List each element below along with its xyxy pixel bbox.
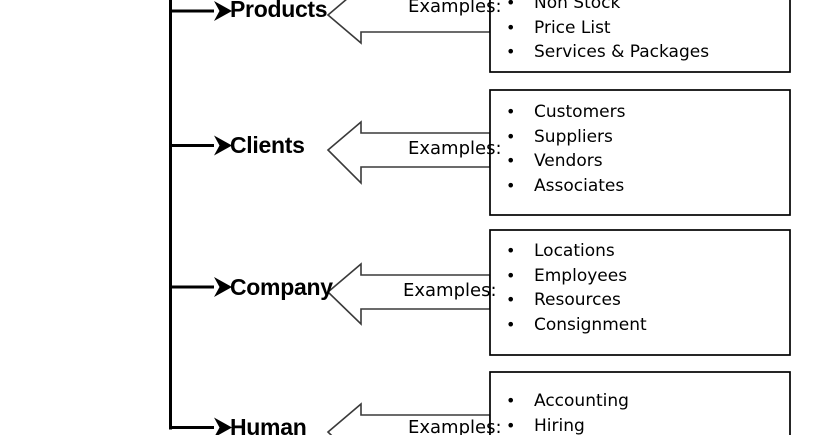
branch-connector-products xyxy=(170,1,232,21)
list-item: Price List xyxy=(500,16,780,41)
example-list-products: Non Stock Price List Services & Packages xyxy=(500,0,780,65)
list-item: Services & Packages xyxy=(500,40,780,65)
list-item: Non Stock xyxy=(500,0,780,16)
list-item: Locations xyxy=(500,239,780,264)
examples-caption-human: Examples: xyxy=(408,417,502,435)
branch-label-products: Products xyxy=(230,0,328,22)
example-list-company: Locations Employees Resources Consignmen… xyxy=(500,239,780,337)
list-item: Accounting xyxy=(500,389,780,414)
list-item: Consignment xyxy=(500,313,780,338)
example-list-clients: Customers Suppliers Vendors Associates xyxy=(500,100,780,198)
branch-label-clients: Clients xyxy=(230,132,305,158)
branch-connector-company xyxy=(170,277,232,297)
list-item: Vendors xyxy=(500,149,780,174)
list-item: Suppliers xyxy=(500,125,780,150)
list-item: Associates xyxy=(500,174,780,199)
examples-caption-company: Examples: xyxy=(403,280,497,301)
list-item: Resources xyxy=(500,288,780,313)
branch-connector-clients xyxy=(170,135,232,156)
list-item: Employees xyxy=(500,264,780,289)
example-list-human: Accounting Hiring xyxy=(500,389,780,435)
examples-caption-clients: Examples: xyxy=(408,138,502,159)
examples-caption-products: Examples: xyxy=(408,0,502,17)
branch-label-company: Company xyxy=(230,274,333,300)
branch-connector-human xyxy=(170,417,232,435)
list-item: Hiring xyxy=(500,414,780,435)
list-item: Customers xyxy=(500,100,780,125)
branch-label-human: Human xyxy=(230,414,307,435)
